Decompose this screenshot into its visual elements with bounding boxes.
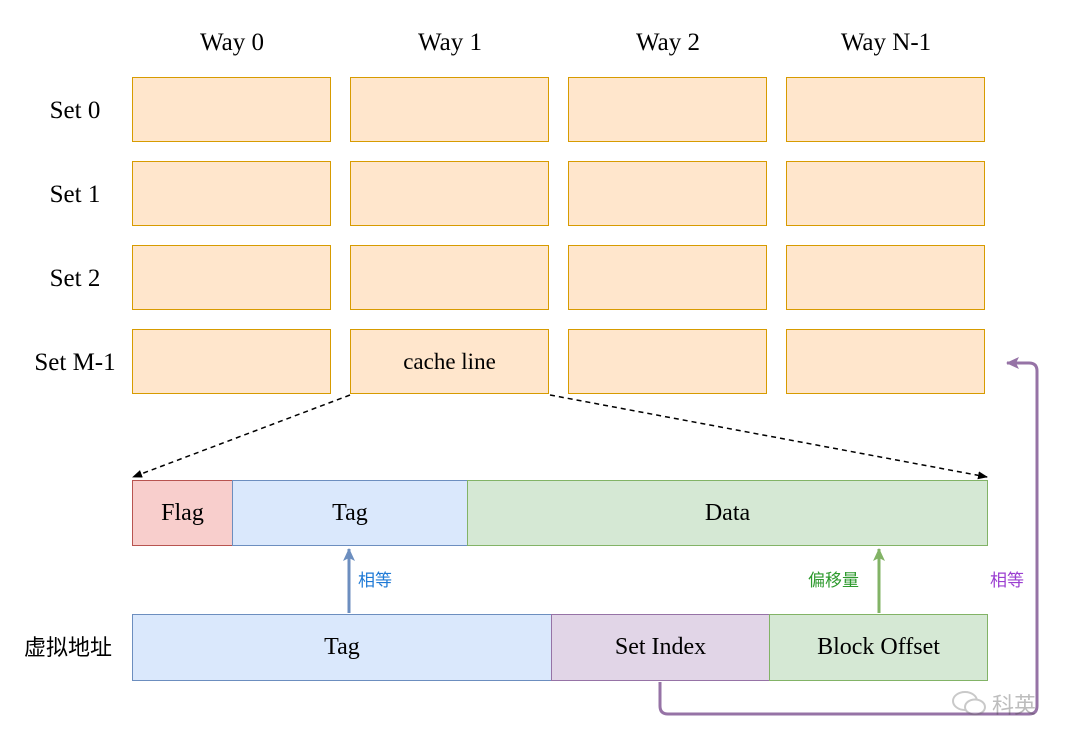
wechat-icon <box>952 691 986 716</box>
cache-cell <box>568 77 767 142</box>
set-index-arrow <box>658 357 1039 716</box>
set-0-header: Set 0 <box>49 97 101 124</box>
cache-cell <box>568 245 767 310</box>
cache-line-label: cache line <box>403 348 496 374</box>
cache-cell <box>786 161 985 226</box>
cache-cell <box>132 77 331 142</box>
data-label: Data <box>704 499 751 526</box>
cache-cell <box>568 161 767 226</box>
cache-line-cell: cache line <box>350 329 549 394</box>
cache-cell <box>132 329 331 394</box>
watermark-text: 科英 <box>992 694 1037 719</box>
watermark: 科英 <box>952 686 1052 719</box>
way-2-header: Way 2 <box>636 29 700 56</box>
address-tag: Tag <box>132 614 552 681</box>
virtual-address-label: 虚拟地址 <box>24 636 113 661</box>
cache-cell <box>350 245 549 310</box>
offset-annotation: 偏移量 <box>808 571 859 591</box>
cache-cell <box>786 245 985 310</box>
cache-cell <box>132 161 331 226</box>
cache-cell <box>786 329 985 394</box>
address-set-index: Set Index <box>551 614 770 681</box>
cache-line-tag: Tag <box>232 480 468 546</box>
address-tag-label: Tag <box>324 634 360 660</box>
way-n-1-header: Way N-1 <box>840 29 932 56</box>
flag-label: Flag <box>161 499 204 526</box>
cache-cell <box>350 161 549 226</box>
way-0-header: Way 0 <box>200 29 264 56</box>
cache-cell <box>568 329 767 394</box>
block-offset-label: Block Offset <box>817 634 940 660</box>
set-1-header: Set 1 <box>49 181 101 208</box>
set-index-label: Set Index <box>614 634 707 660</box>
set-m-1-header: Set M-1 <box>34 349 116 376</box>
way-1-header: Way 1 <box>418 29 482 56</box>
expand-line-left <box>132 394 351 478</box>
cache-line-flag: Flag <box>132 480 233 546</box>
address-block-offset: Block Offset <box>769 614 988 681</box>
cache-cell <box>350 77 549 142</box>
set-2-header: Set 2 <box>49 265 101 292</box>
tag-equal-annotation: 相等 <box>358 571 392 591</box>
cache-cell <box>132 245 331 310</box>
cache-line-data: Data <box>467 480 988 546</box>
set-equal-annotation: 相等 <box>990 571 1024 591</box>
expand-line-right <box>549 394 988 480</box>
cache-cell <box>786 77 985 142</box>
tag-label: Tag <box>332 499 368 526</box>
